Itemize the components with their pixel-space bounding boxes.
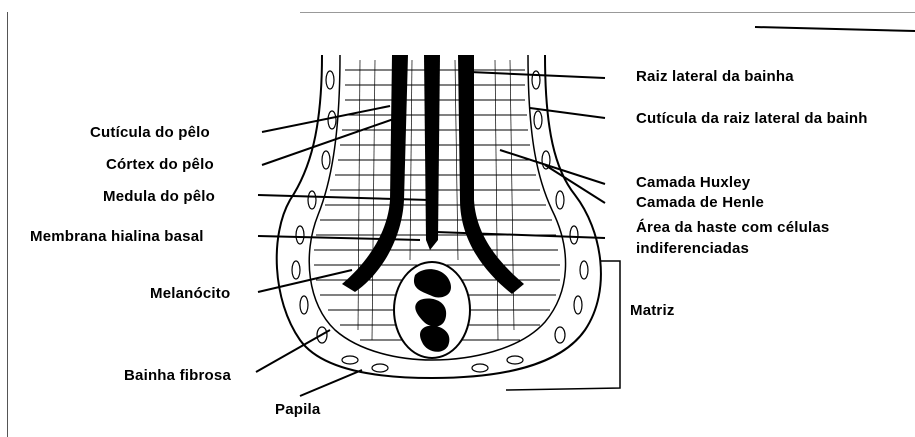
label-area-haste-2: indiferenciadas	[636, 240, 749, 257]
label-matriz: Matriz	[630, 302, 675, 319]
label-cuticula-raiz: Cutícula da raiz lateral da bainh	[636, 110, 868, 127]
label-cortex-pelo: Córtex do pêlo	[106, 156, 214, 173]
label-raiz-lateral: Raiz lateral da bainha	[636, 68, 794, 85]
label-melanocito: Melanócito	[150, 285, 230, 302]
label-bainha-fibrosa: Bainha fibrosa	[124, 367, 231, 384]
label-area-haste-1: Área da haste com células	[636, 219, 829, 236]
label-camada-henle: Camada de Henle	[636, 194, 764, 211]
corner-pointer	[755, 27, 915, 31]
label-cuticula-pelo: Cutícula do pêlo	[90, 124, 210, 141]
label-papila: Papila	[275, 401, 320, 418]
hair-medulla	[424, 55, 440, 250]
label-membrana-hialina: Membrana hialina basal	[30, 228, 204, 245]
label-camada-huxley: Camada Huxley	[636, 174, 750, 191]
label-medula-pelo: Medula do pêlo	[103, 188, 215, 205]
